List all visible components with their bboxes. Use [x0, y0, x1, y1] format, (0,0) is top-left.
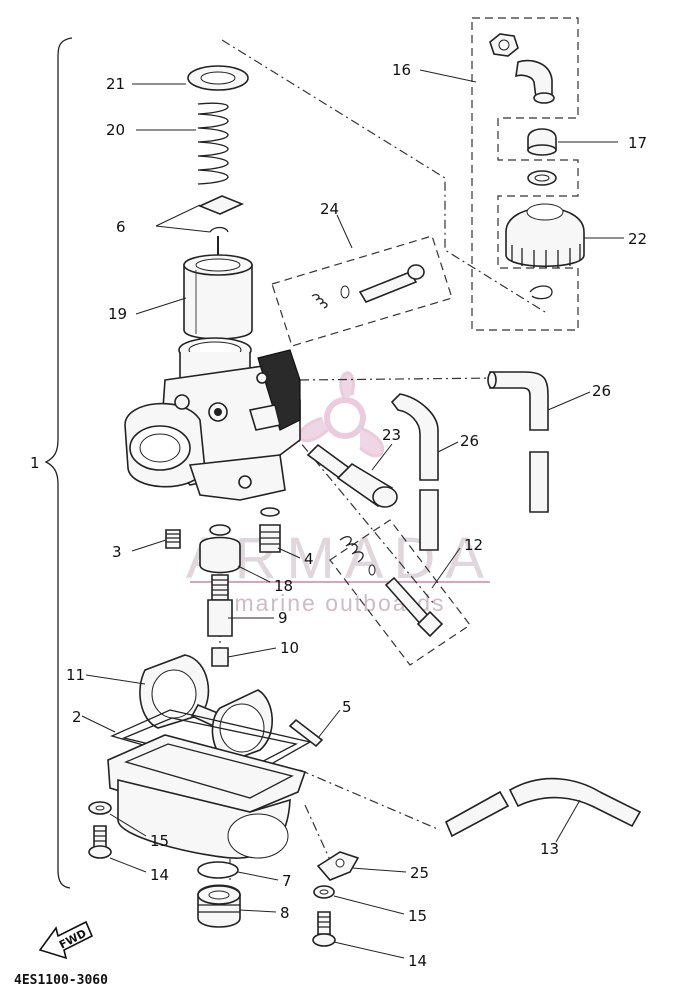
drawing-code: 4ES1100-3060 — [14, 973, 108, 988]
washer-15-right — [313, 885, 335, 899]
carburetor-body — [124, 337, 301, 501]
washer-21 — [187, 65, 249, 91]
callout-2: 2 — [72, 708, 82, 726]
screw-3 — [165, 529, 181, 549]
callout-7: 7 — [282, 872, 292, 890]
needle-jet-4 — [259, 507, 281, 553]
hose-clip-25 — [316, 851, 360, 881]
callout-14-left: 14 — [150, 866, 169, 884]
leader-lines — [81, 69, 624, 959]
float-pin-5 — [288, 718, 324, 748]
alignment-line-top — [221, 39, 546, 313]
callout-6: 6 — [116, 218, 126, 236]
callout-15-right: 15 — [408, 907, 427, 925]
needle-plate-6 — [155, 195, 245, 233]
callout-11: 11 — [66, 666, 85, 684]
group-box-16-22 — [471, 17, 579, 331]
callout-9: 9 — [278, 609, 288, 627]
callout-22: 22 — [628, 230, 647, 248]
callout-1: 1 — [30, 454, 40, 472]
elbow-fitting-16 — [489, 33, 555, 104]
vent-hose-26-left — [390, 393, 439, 551]
callout-17: 17 — [628, 134, 647, 152]
chamber-cap-22 — [505, 203, 585, 300]
main-jet-9 — [207, 574, 233, 637]
callout-3: 3 — [112, 543, 122, 561]
starter-valve-23 — [306, 443, 398, 508]
group-box-24 — [271, 235, 453, 347]
pilot-jet-10 — [211, 647, 229, 667]
fwd-arrow-icon: FWD — [38, 920, 94, 960]
spring-20 — [197, 102, 229, 185]
cap-17 — [527, 128, 557, 186]
vent-hose-26-right — [487, 371, 549, 513]
screw-14-left — [88, 825, 112, 859]
callout-14-right: 14 — [408, 952, 427, 970]
callout-18: 18 — [274, 577, 293, 595]
callout-15-left: 15 — [150, 832, 169, 850]
callout-20: 20 — [106, 121, 125, 139]
callout-25: 25 — [410, 864, 429, 882]
watermark-logo — [298, 371, 385, 458]
callout-19: 19 — [108, 305, 127, 323]
callout-8: 8 — [280, 904, 290, 922]
callout-5: 5 — [342, 698, 352, 716]
jet-holder-18 — [199, 524, 241, 574]
screw-14-right — [312, 911, 336, 947]
callout-24: 24 — [320, 200, 339, 218]
callout-12: 12 — [464, 536, 483, 554]
alignment-line-clip — [304, 804, 331, 861]
assembly-bracket — [44, 37, 73, 889]
callout-26-right: 26 — [592, 382, 611, 400]
washer-15-left — [88, 801, 112, 815]
callout-16: 16 — [392, 61, 411, 79]
alignment-line-hose — [299, 377, 501, 381]
callout-13: 13 — [540, 840, 559, 858]
drain-hose-13 — [444, 777, 642, 838]
plunger-24 — [311, 264, 425, 309]
callout-10: 10 — [280, 639, 299, 657]
pilot-screw-12 — [339, 536, 444, 638]
o-ring-7 — [197, 861, 239, 879]
callout-26-left: 26 — [460, 432, 479, 450]
alignment-line-drain — [299, 769, 441, 831]
drain-plug-8 — [197, 884, 241, 928]
callout-21: 21 — [106, 75, 125, 93]
float-chamber — [107, 734, 307, 859]
throttle-valve-19 — [183, 236, 253, 340]
callout-4: 4 — [304, 550, 314, 568]
callout-23: 23 — [382, 426, 401, 444]
